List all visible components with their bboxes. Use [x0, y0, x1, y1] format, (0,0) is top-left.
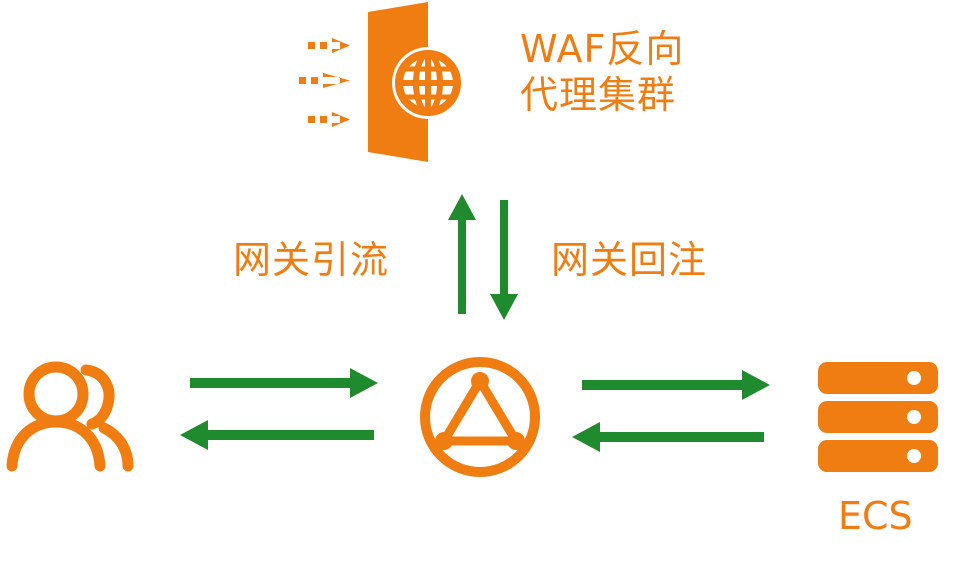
server-stack-icon — [818, 362, 938, 472]
users-to-gateway-arrow — [190, 368, 378, 398]
waf-shield-globe-icon — [299, 2, 464, 162]
waf-label-line2: 代理集群 — [520, 73, 677, 117]
waf-cluster-label: WAF反向 代理集群 — [520, 26, 684, 118]
waf-label-line1: WAF反向 — [520, 27, 685, 71]
gateway-to-users-arrow — [180, 420, 374, 450]
waf-to-gateway-arrow — [490, 200, 518, 320]
ecs-label: ECS — [838, 494, 913, 538]
gateway-return-label: 网关回注 — [551, 238, 708, 282]
gateway-to-waf-arrow — [448, 194, 476, 314]
users-icon — [6, 361, 134, 472]
ecs-to-gateway-arrow — [572, 422, 764, 452]
gateway-ingress-label: 网关引流 — [233, 238, 390, 282]
gateway-to-ecs-arrow — [582, 370, 770, 400]
gateway-triangle-icon — [420, 357, 540, 477]
